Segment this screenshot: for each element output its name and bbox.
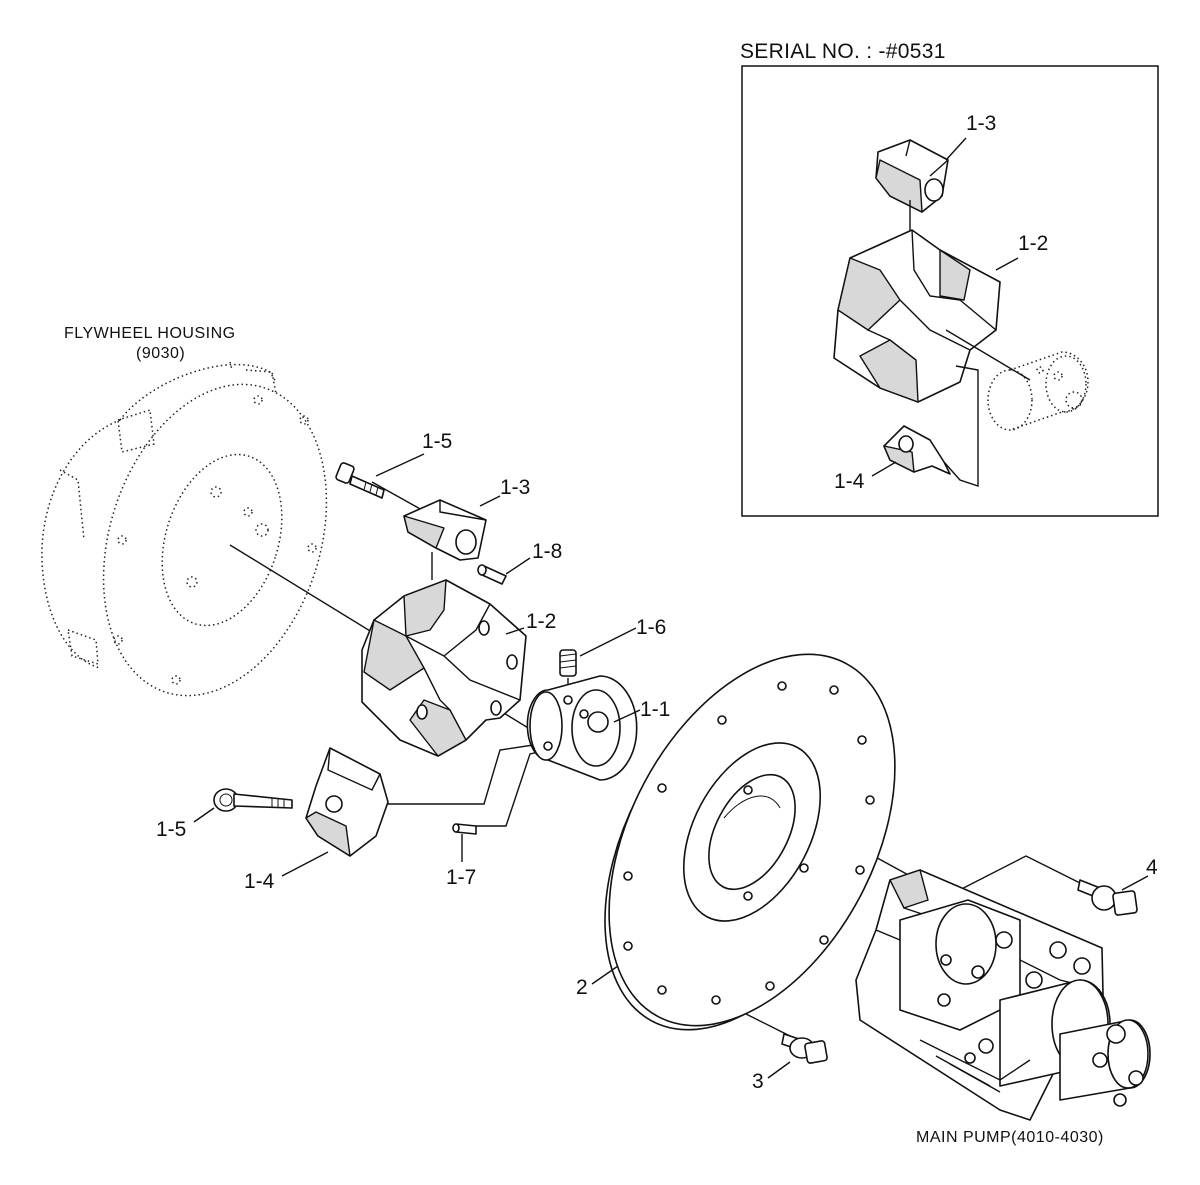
callout-1-8: 1-8	[532, 540, 562, 563]
callout-1-5-bottom: 1-5	[156, 818, 186, 841]
part-1-1-hub	[526, 675, 638, 781]
callout-1-2: 1-2	[526, 610, 556, 633]
part-1-8-pin	[477, 564, 507, 585]
flywheel-housing-code: (9030)	[136, 345, 185, 362]
inset-part-1-2	[833, 229, 1001, 403]
part-2-flexplate	[604, 653, 896, 1031]
inset-callout-1-3: 1-3	[966, 112, 996, 135]
serial-inset-frame	[741, 65, 1159, 517]
main-pump: MAIN PUMP(4010-4030)	[855, 869, 1151, 1146]
part-1-4	[305, 747, 389, 857]
inset-part-1-3	[875, 139, 949, 232]
flywheel-housing: FLYWHEEL HOUSING (9030)	[41, 325, 328, 697]
callout-3: 3	[752, 1070, 764, 1093]
inset-hub	[987, 351, 1089, 431]
callout-2: 2	[576, 976, 588, 999]
part-1-7-pin	[452, 823, 477, 835]
main-pump-caption: MAIN PUMP(4010-4030)	[916, 1129, 1104, 1146]
callout-1-6: 1-6	[636, 616, 666, 639]
part-3-bolt	[781, 1033, 828, 1064]
inset-part-1-4	[883, 329, 1031, 487]
inset-callout-1-4: 1-4	[834, 470, 865, 493]
callout-1-5-top: 1-5	[422, 430, 452, 453]
callout-1-4: 1-4	[244, 870, 275, 893]
part-1-3	[403, 499, 487, 561]
callout-1-3: 1-3	[500, 476, 530, 499]
callout-1-7: 1-7	[446, 866, 476, 889]
part-1-5-top-bolt	[335, 462, 385, 499]
callouts: 1-5 1-3 1-8 1-2 1-6 1-1 1-5 1-4 1-7 2 3 …	[156, 430, 1158, 1093]
callout-4: 4	[1146, 856, 1158, 879]
serial-inset: SERIAL NO. : -#0531	[740, 40, 1159, 517]
callout-1-1: 1-1	[640, 698, 670, 721]
serial-title: SERIAL NO. : -#0531	[740, 40, 946, 63]
flywheel-housing-title: FLYWHEEL HOUSING	[64, 325, 236, 342]
part-1-5-bottom-bolt	[213, 788, 293, 812]
inset-callout-1-2: 1-2	[1018, 232, 1048, 255]
part-4-bolt	[1077, 879, 1138, 916]
part-1-2-coupling	[361, 579, 527, 757]
part-1-6-set-screw	[559, 649, 577, 677]
